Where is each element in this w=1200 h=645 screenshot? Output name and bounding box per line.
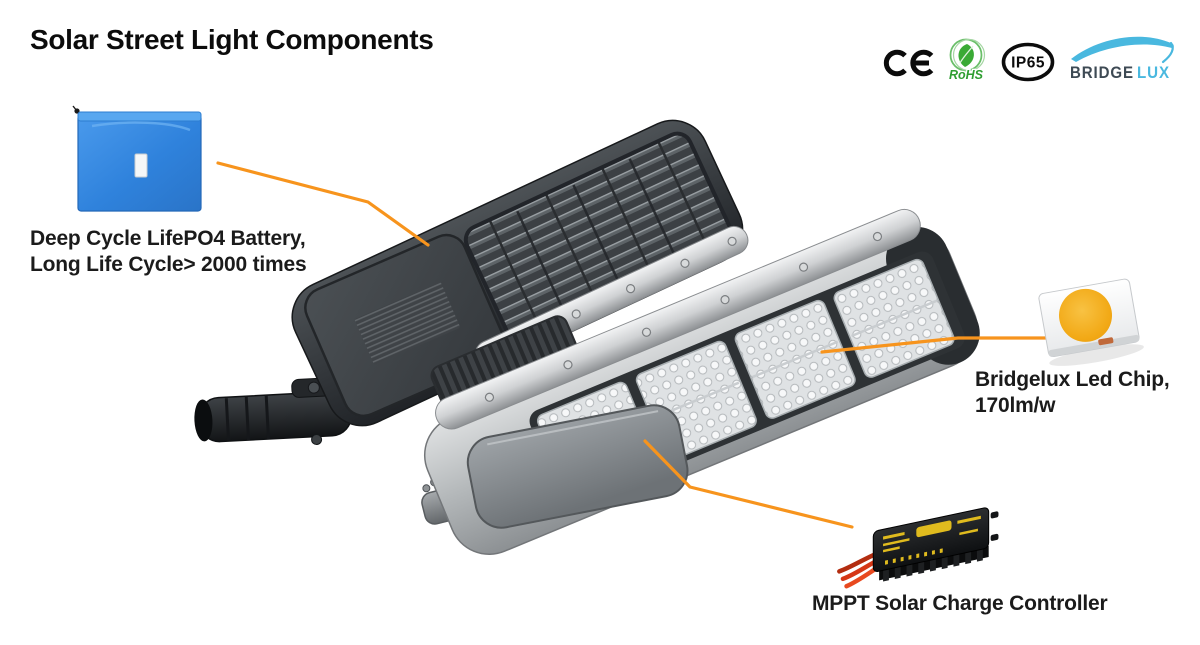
callout-line-led-chip — [820, 336, 1048, 354]
controller-markings — [883, 515, 981, 565]
battery-image — [72, 105, 202, 212]
lamp2-rail-screws — [484, 231, 883, 402]
mppt-controller-image — [837, 507, 999, 589]
ce-badge — [883, 49, 934, 77]
callout-lines — [216, 161, 1048, 529]
controller-caption-line1: MPPT Solar Charge Controller — [812, 592, 1108, 615]
ip65-label: IP65 — [1011, 55, 1045, 72]
led-chip-caption: Bridgelux Led Chip, 170lm/w — [975, 367, 1170, 419]
callout-line-controller — [643, 439, 854, 529]
bridgelux-swoosh-icon — [1071, 36, 1174, 62]
controller-caption: MPPT Solar Charge Controller — [812, 591, 1108, 617]
lamp2-side-rail — [435, 208, 921, 430]
led-chip-caption-line1: Bridgelux Led Chip, — [975, 368, 1170, 391]
lamp1-lid-vent — [354, 282, 460, 365]
ip65-badge: IP65 — [1001, 42, 1055, 82]
battery-caption-line2: Long Life Cycle> 2000 times — [30, 253, 307, 276]
battery-label — [134, 153, 148, 178]
led-chip-caption-line2: 170lm/w — [975, 394, 1056, 417]
bridgelux-logo: BRIDGE LUX — [1070, 36, 1174, 82]
callout-line-battery — [216, 161, 430, 247]
rohs-badge: RoHS — [948, 38, 986, 83]
led-chip-phosphor — [1059, 288, 1113, 342]
page-title: Solar Street Light Components — [30, 24, 434, 55]
lamp2-driver-door — [466, 404, 689, 529]
led-chip-image — [1038, 278, 1144, 366]
battery-caption: Deep Cycle LifePO4 Battery, Long Life Cy… — [30, 226, 307, 278]
rohs-label: RoHS — [949, 68, 984, 82]
bridgelux-label-dark: BRIDGE — [1070, 64, 1134, 82]
bridgelux-label-light: LUX — [1137, 64, 1170, 82]
battery-caption-line1: Deep Cycle LifePO4 Battery, — [30, 227, 306, 250]
